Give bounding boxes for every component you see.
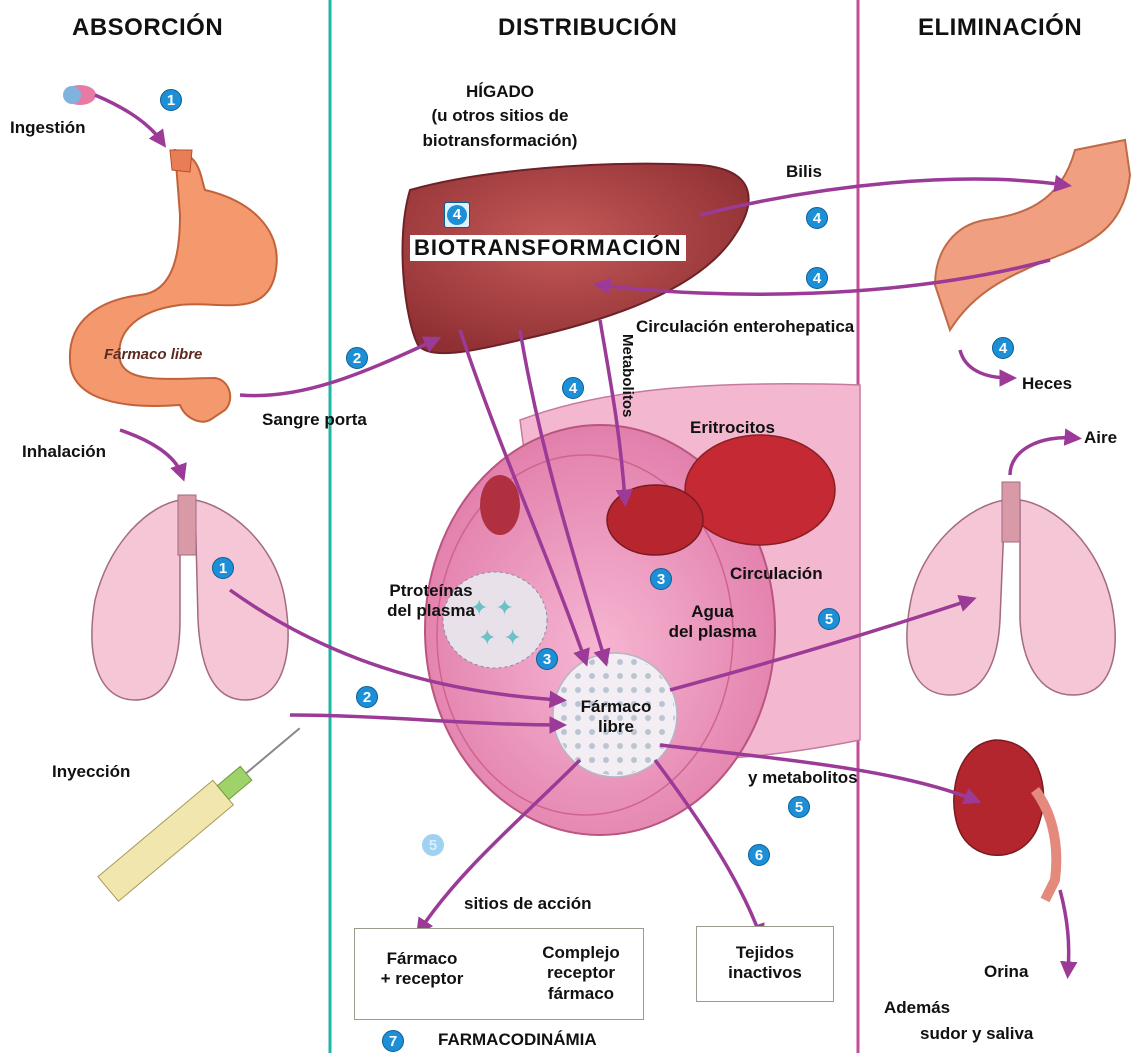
badge-agua: 3 bbox=[650, 568, 672, 590]
liver-title-line3: biotransformación) bbox=[380, 131, 620, 151]
badge-proteinas: 3 bbox=[536, 648, 558, 670]
badge-liver: 4 bbox=[444, 202, 470, 228]
label-sitios-accion: sitios de acción bbox=[464, 894, 592, 914]
erythrocyte-edge bbox=[480, 475, 520, 535]
inactive-tissue-line2: inactivos bbox=[697, 963, 833, 983]
header-distribucion: DISTRIBUCIÓN bbox=[498, 14, 677, 43]
label-proteinas: Ptroteínas del plasma bbox=[372, 581, 490, 622]
badge-tejidos: 6 bbox=[748, 844, 770, 866]
arrow-portal-blood bbox=[240, 340, 435, 396]
label-ademas: Además bbox=[884, 998, 950, 1018]
header-absorcion: ABSORCIÓN bbox=[72, 14, 223, 43]
inactive-tissue-line1: Tejidos bbox=[697, 943, 833, 963]
erythrocyte-small bbox=[607, 485, 703, 555]
liver-title-line1: HÍGADO bbox=[380, 82, 620, 102]
label-inyeccion: Inyección bbox=[52, 762, 130, 782]
badge-inhalation: 1 bbox=[212, 557, 234, 579]
badge-enterohepatic: 4 bbox=[806, 267, 828, 289]
trachea-right bbox=[1002, 482, 1020, 542]
badge-ingestion: 1 bbox=[160, 89, 182, 111]
label-proteinas-line1: Ptroteínas bbox=[372, 581, 490, 601]
stomach-shape bbox=[70, 150, 277, 422]
label-bilis: Bilis bbox=[786, 162, 822, 182]
arrow-bile bbox=[700, 179, 1065, 215]
label-agua-line1: Agua bbox=[660, 602, 765, 622]
arrow-ingestion bbox=[95, 95, 162, 142]
biotransformation-label: BIOTRANSFORMACIÓN bbox=[410, 235, 686, 261]
badge-kidney: 5 bbox=[788, 796, 810, 818]
label-proteinas-line2: del plasma bbox=[372, 601, 490, 621]
receptor-box: Fármaco + receptor Complejo receptor fár… bbox=[354, 928, 644, 1020]
label-ingestion: Ingestión bbox=[10, 118, 86, 138]
receptor-right-line1: Complejo bbox=[527, 943, 635, 963]
badge-farmacodinamia: 7 bbox=[382, 1030, 404, 1052]
liver-title: HÍGADO (u otros sitios de biotransformac… bbox=[380, 82, 620, 151]
stomach-top bbox=[170, 150, 192, 172]
badge-sangre-porta: 2 bbox=[346, 347, 368, 369]
arrow-inhalation bbox=[120, 430, 182, 475]
trachea-left bbox=[178, 495, 196, 555]
inactive-tissue-box: Tejidos inactivos bbox=[696, 926, 834, 1002]
badge-liver-num: 4 bbox=[447, 205, 467, 225]
label-circulacion: Circulación bbox=[730, 564, 823, 584]
label-free-drug-line2: libre bbox=[570, 717, 662, 737]
label-y-metabolitos: y metabolitos bbox=[748, 768, 858, 788]
label-sudor-saliva: sudor y saliva bbox=[920, 1024, 1033, 1044]
badge-metabolitos: 4 bbox=[562, 377, 584, 399]
badge-bilis: 4 bbox=[806, 207, 828, 229]
receptor-left-line1: Fármaco bbox=[363, 949, 481, 969]
label-farmacodinamia: FARMACODINÁMIA bbox=[438, 1030, 597, 1050]
receptor-left: Fármaco + receptor bbox=[363, 949, 481, 990]
label-agua-line2: del plasma bbox=[660, 622, 765, 642]
label-agua-plasma: Agua del plasma bbox=[660, 602, 765, 643]
intestine-shape bbox=[935, 140, 1130, 330]
label-orina: Orina bbox=[984, 962, 1028, 982]
label-free-drug-line1: Fármaco bbox=[570, 697, 662, 717]
label-free-drug: Fármaco libre bbox=[570, 697, 662, 738]
badge-injection: 2 bbox=[356, 686, 378, 708]
receptor-right-line3: fármaco bbox=[527, 984, 635, 1004]
label-enterohepatic: Circulación enterohepatica bbox=[636, 317, 854, 337]
header-eliminacion: ELIMINACIÓN bbox=[918, 14, 1082, 43]
label-free-drug-stomach: Fármaco libre bbox=[104, 346, 202, 364]
arrow-air bbox=[1010, 438, 1075, 475]
liver-title-line2: (u otros sitios de bbox=[380, 106, 620, 126]
receptor-right: Complejo receptor fármaco bbox=[527, 943, 635, 1004]
erythrocyte-large bbox=[685, 435, 835, 545]
receptor-left-line2: + receptor bbox=[363, 969, 481, 989]
label-inhalacion: Inhalación bbox=[22, 442, 106, 462]
label-sangre-porta: Sangre porta bbox=[262, 410, 367, 430]
protein-glyphs-2: ✦ ✦ bbox=[478, 626, 522, 651]
label-aire: Aire bbox=[1084, 428, 1117, 448]
badge-heces: 4 bbox=[992, 337, 1014, 359]
badge-lungs-out: 5 bbox=[818, 608, 840, 630]
label-heces: Heces bbox=[1022, 374, 1072, 394]
badge-sitios: 5 bbox=[422, 834, 444, 856]
pill-shape-half bbox=[63, 86, 81, 104]
label-eritrocitos: Eritrocitos bbox=[690, 418, 775, 438]
inactive-tissue-text: Tejidos inactivos bbox=[697, 943, 833, 984]
syringe bbox=[98, 716, 310, 901]
label-metabolitos-vertical: Metabolitos bbox=[618, 334, 636, 417]
arrow-urine bbox=[1060, 890, 1069, 972]
receptor-right-line2: receptor bbox=[527, 963, 635, 983]
